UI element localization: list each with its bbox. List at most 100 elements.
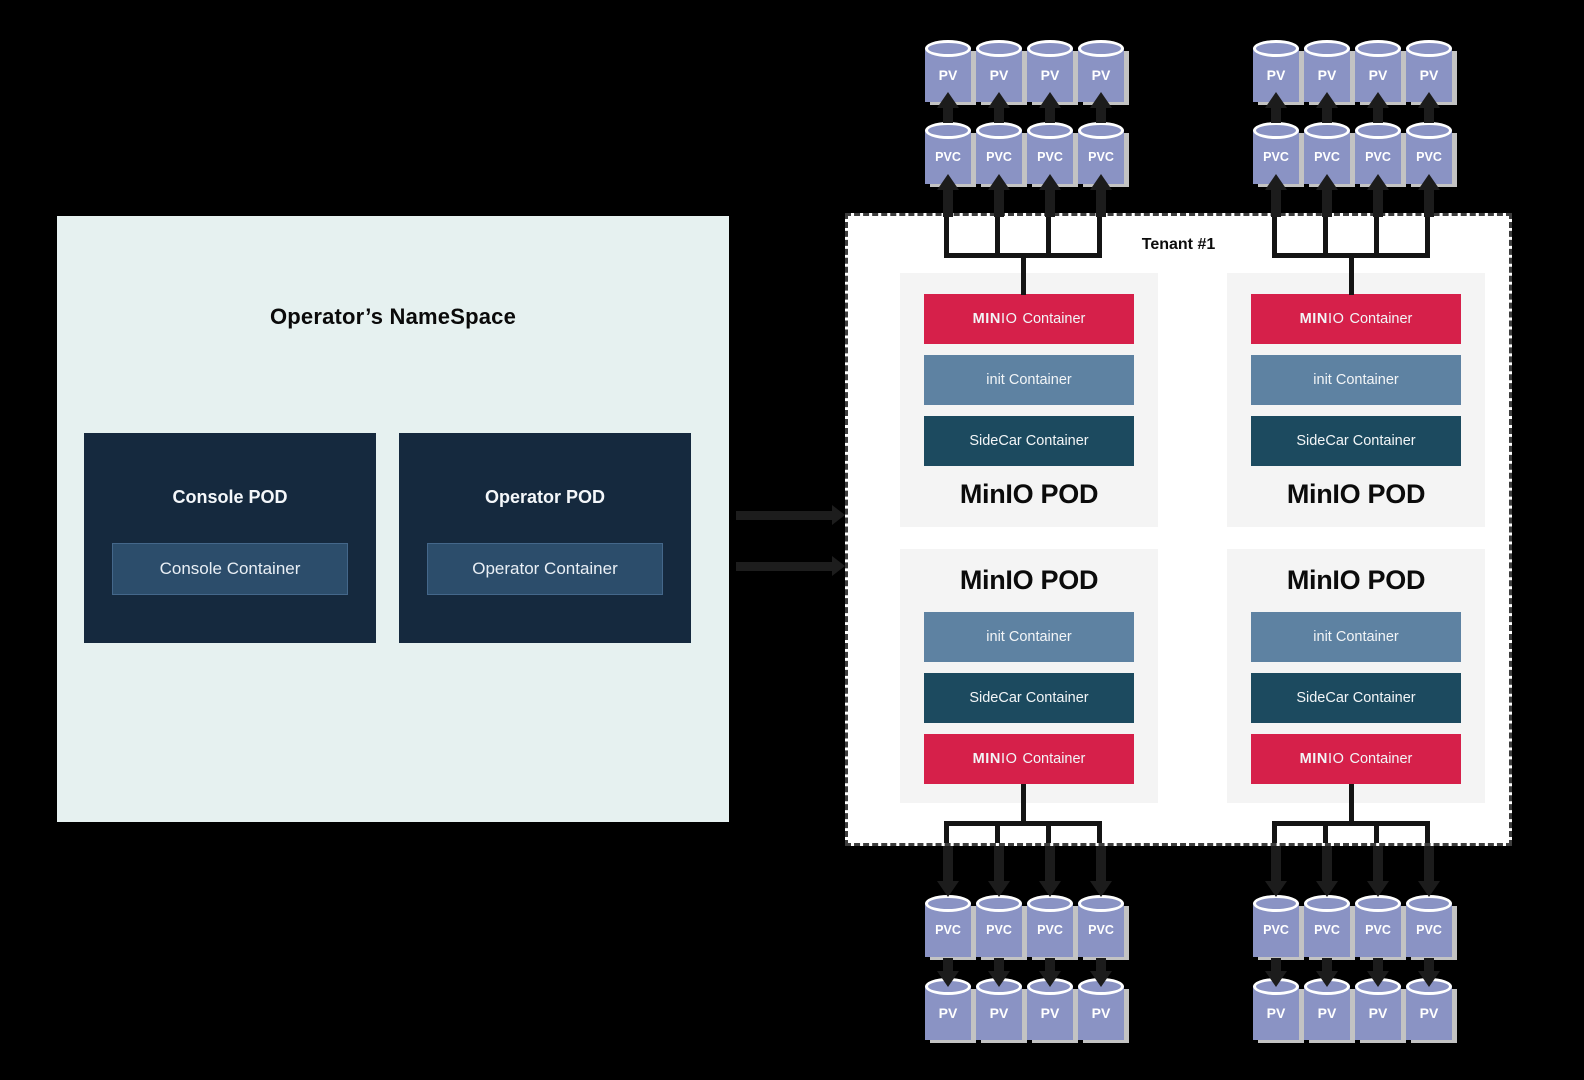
minio-pod-title: MinIO POD	[959, 565, 1099, 595]
connector-line	[1424, 958, 1434, 972]
connector-line	[943, 958, 953, 972]
namespace-title: Operator’s NameSpace	[269, 304, 517, 329]
pod-storage-connector	[1021, 784, 1026, 821]
cylinder-rim	[925, 895, 971, 912]
init-container: init Container	[924, 612, 1134, 662]
connector-line	[1096, 846, 1106, 882]
cylinder-rim	[976, 895, 1022, 912]
pv-label: PV	[1091, 1005, 1111, 1021]
up-arrowhead-icon	[1316, 92, 1338, 108]
cylinder-rim	[1253, 895, 1299, 912]
connector-line	[1271, 846, 1281, 882]
connector-line	[1373, 958, 1383, 972]
minio-logo: MIN	[1299, 311, 1328, 327]
init-container: init Container	[1251, 355, 1461, 405]
cylinder-rim	[1355, 122, 1401, 139]
operator-namespace-box: Operator’s NameSpace Console POD Console…	[57, 216, 729, 822]
pv-label: PV	[1317, 1005, 1337, 1021]
cylinder-rim	[1304, 122, 1350, 139]
minio-pod-bottom-right: MinIO POD init Container SideCar Contain…	[1227, 549, 1485, 803]
right-arrowhead-icon	[832, 505, 845, 525]
cylinder-rim	[1027, 40, 1073, 57]
cylinder-rim	[1078, 895, 1124, 912]
cylinder-body	[1253, 986, 1299, 1040]
pv-cylinder-icon: PV	[1078, 978, 1124, 1040]
pv-label: PV	[1419, 67, 1439, 83]
pod-storage-connector	[1323, 216, 1328, 256]
up-arrowhead-icon	[1039, 92, 1061, 108]
init-container: init Container	[1251, 612, 1461, 662]
pv-cylinder-icon: PV	[976, 978, 1022, 1040]
pod-storage-connector	[1374, 826, 1379, 843]
pvc-label: PVC	[1416, 923, 1442, 937]
pod-storage-connector	[1021, 258, 1026, 295]
pv-label: PV	[938, 1005, 958, 1021]
pvc-cylinder-icon: PVC	[1253, 895, 1299, 957]
up-arrowhead-icon	[1090, 92, 1112, 108]
down-arrowhead-icon	[1039, 971, 1061, 987]
pv-cylinder-icon: PV	[1027, 978, 1073, 1040]
down-arrowhead-icon	[1367, 971, 1389, 987]
cylinder-body	[1304, 903, 1350, 957]
cylinder-body	[925, 986, 971, 1040]
cylinder-body	[1078, 903, 1124, 957]
up-arrowhead-icon	[1316, 174, 1338, 190]
pvc-label: PVC	[1037, 923, 1063, 937]
connector-line	[1045, 107, 1055, 123]
pod-storage-connector	[944, 253, 1102, 258]
operator-pod-title: Operator POD	[484, 487, 606, 507]
cylinder-rim	[1406, 40, 1452, 57]
down-arrowhead-icon	[988, 881, 1010, 897]
pvc-label: PVC	[1263, 150, 1289, 164]
connector-line	[994, 958, 1004, 972]
cylinder-body	[925, 903, 971, 957]
pod-storage-connector	[1272, 216, 1277, 256]
cylinder-rim	[925, 40, 971, 57]
cylinder-rim	[1406, 122, 1452, 139]
cylinder-body	[1406, 903, 1452, 957]
connector-line	[994, 846, 1004, 882]
namespace-to-tenant-arrow	[736, 505, 845, 525]
connector-line	[1045, 189, 1055, 217]
cylinder-body	[1304, 986, 1350, 1040]
namespace-to-tenant-arrow	[736, 556, 845, 576]
minio-pod-title: MinIO POD	[1286, 565, 1426, 595]
pvc-label: PVC	[1365, 923, 1391, 937]
pv-label: PV	[1266, 1005, 1286, 1021]
cylinder-rim	[976, 122, 1022, 139]
minio-logo: MIN	[972, 751, 1001, 767]
down-arrowhead-icon	[1265, 971, 1287, 987]
down-arrowhead-icon	[1418, 971, 1440, 987]
connector-line	[1322, 189, 1332, 217]
down-arrowhead-icon	[1265, 881, 1287, 897]
up-arrowhead-icon	[1039, 174, 1061, 190]
pvc-cylinder-icon: PVC	[976, 895, 1022, 957]
cylinder-rim	[1027, 895, 1073, 912]
cylinder-body	[1027, 903, 1073, 957]
down-arrowhead-icon	[937, 881, 959, 897]
pv-cylinder-icon: PV	[976, 40, 1022, 102]
sidecar-container: SideCar Container	[924, 416, 1134, 466]
down-arrowhead-icon	[1090, 971, 1112, 987]
down-arrowhead-icon	[1418, 881, 1440, 897]
up-arrowhead-icon	[937, 92, 959, 108]
console-container: Console Container	[112, 543, 348, 595]
connector-line	[1322, 107, 1332, 123]
cylinder-body	[1078, 986, 1124, 1040]
pod-storage-connector	[1425, 216, 1430, 256]
connector-line	[943, 189, 953, 217]
minio-pod-title: MinIO POD	[1286, 479, 1426, 509]
pod-storage-connector	[1272, 821, 1430, 826]
connector-line	[1424, 846, 1434, 882]
pv-cylinder-icon: PV	[1304, 978, 1350, 1040]
up-arrowhead-icon	[1367, 92, 1389, 108]
pv-cylinder-icon: PV	[925, 978, 971, 1040]
down-arrowhead-icon	[1316, 881, 1338, 897]
cylinder-rim	[925, 122, 971, 139]
